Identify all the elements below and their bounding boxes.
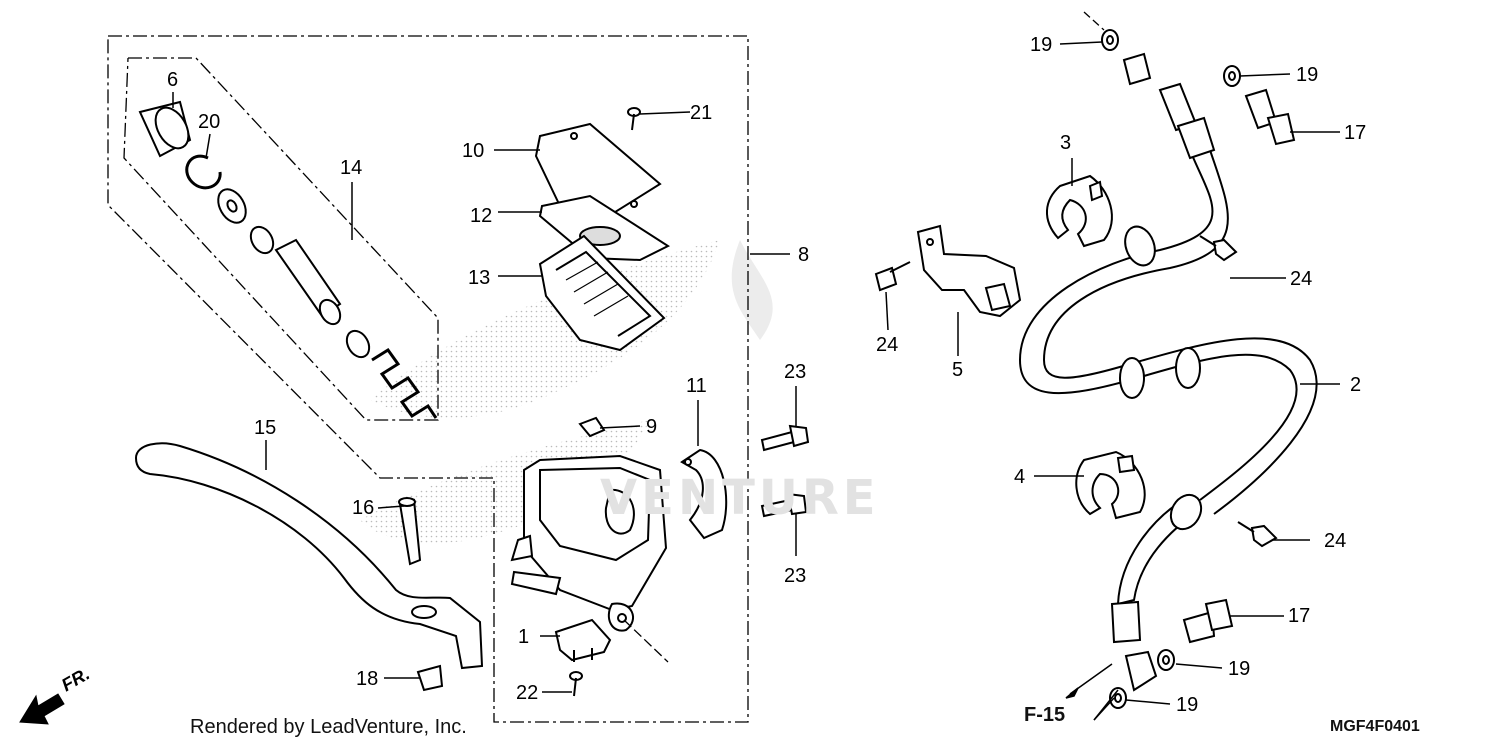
pivot-bolt-16	[398, 497, 422, 566]
callout-18: 18	[356, 668, 379, 690]
callout-9: 9	[646, 416, 658, 438]
bracket-5	[916, 224, 1022, 318]
switch-9	[578, 416, 606, 438]
callout-19-top-left: 19	[1030, 34, 1053, 56]
clamp-3	[1045, 174, 1113, 248]
callout-19-lower-right: 19	[1228, 658, 1251, 680]
washer	[217, 188, 247, 224]
brake-switch-1	[554, 618, 612, 662]
callout-1: 1	[518, 626, 530, 648]
callout-3: 3	[1060, 132, 1072, 154]
washers-19	[1101, 29, 1241, 709]
callout-17-upper: 17	[1344, 122, 1367, 144]
diaphragm-13	[538, 234, 666, 352]
callout-14: 14	[340, 157, 363, 179]
callout-10: 10	[462, 140, 485, 162]
callout-24-upper-right: 24	[1290, 268, 1313, 290]
callout-17-lower: 17	[1288, 605, 1311, 627]
holder-11	[680, 448, 728, 540]
callout-23-upper: 23	[784, 361, 807, 383]
reservoir-cap-10	[534, 122, 662, 216]
drawing-code: MGF4F0401	[1330, 718, 1420, 735]
bolts-24	[874, 235, 1278, 548]
callout-5: 5	[952, 359, 964, 381]
circlip-20	[185, 154, 222, 190]
callout-24-left: 24	[876, 334, 899, 356]
callout-6: 6	[167, 69, 179, 91]
assembly-boundary-14	[123, 57, 439, 421]
plate-12	[538, 194, 671, 262]
bolt-23-lower	[760, 492, 808, 518]
watermark-text: VENTURE	[600, 470, 880, 526]
piston-assembly	[249, 225, 371, 359]
callout-11: 11	[686, 375, 707, 397]
screw-21	[627, 107, 641, 131]
callout-8: 8	[798, 244, 810, 266]
hose-fittings	[1110, 52, 1216, 692]
callout-13: 13	[468, 267, 491, 289]
callout-23-lower: 23	[784, 565, 807, 587]
callout-21: 21	[690, 102, 713, 124]
leader-lines	[172, 41, 1340, 705]
callout-19-top-right: 19	[1296, 64, 1319, 86]
callout-15: 15	[254, 417, 277, 439]
bolt-23-upper	[760, 424, 810, 452]
callout-20: 20	[198, 111, 221, 133]
assembly-boundary-8	[107, 35, 749, 723]
callout-19-bottom: 19	[1176, 694, 1199, 716]
master-cylinder-body	[510, 454, 668, 632]
render-credit: Rendered by LeadVenture, Inc.	[190, 716, 467, 738]
brake-lever-15	[134, 442, 484, 670]
callout-2: 2	[1350, 374, 1362, 396]
callout-22: 22	[516, 682, 539, 704]
clamp-4	[1075, 450, 1146, 520]
f15-arrows	[1065, 663, 1119, 721]
screw-22	[569, 671, 583, 697]
callout-24-lower-right: 24	[1324, 530, 1347, 552]
spring	[371, 347, 438, 419]
callout-4: 4	[1014, 466, 1026, 488]
piston-boot-6	[138, 100, 192, 158]
callout-12: 12	[470, 205, 493, 227]
callout-16: 16	[352, 497, 375, 519]
figure-reference: F-15	[1024, 704, 1066, 726]
fr-direction-arrow	[19, 693, 65, 725]
bolts-17	[1182, 88, 1296, 644]
nut-18	[416, 664, 444, 692]
